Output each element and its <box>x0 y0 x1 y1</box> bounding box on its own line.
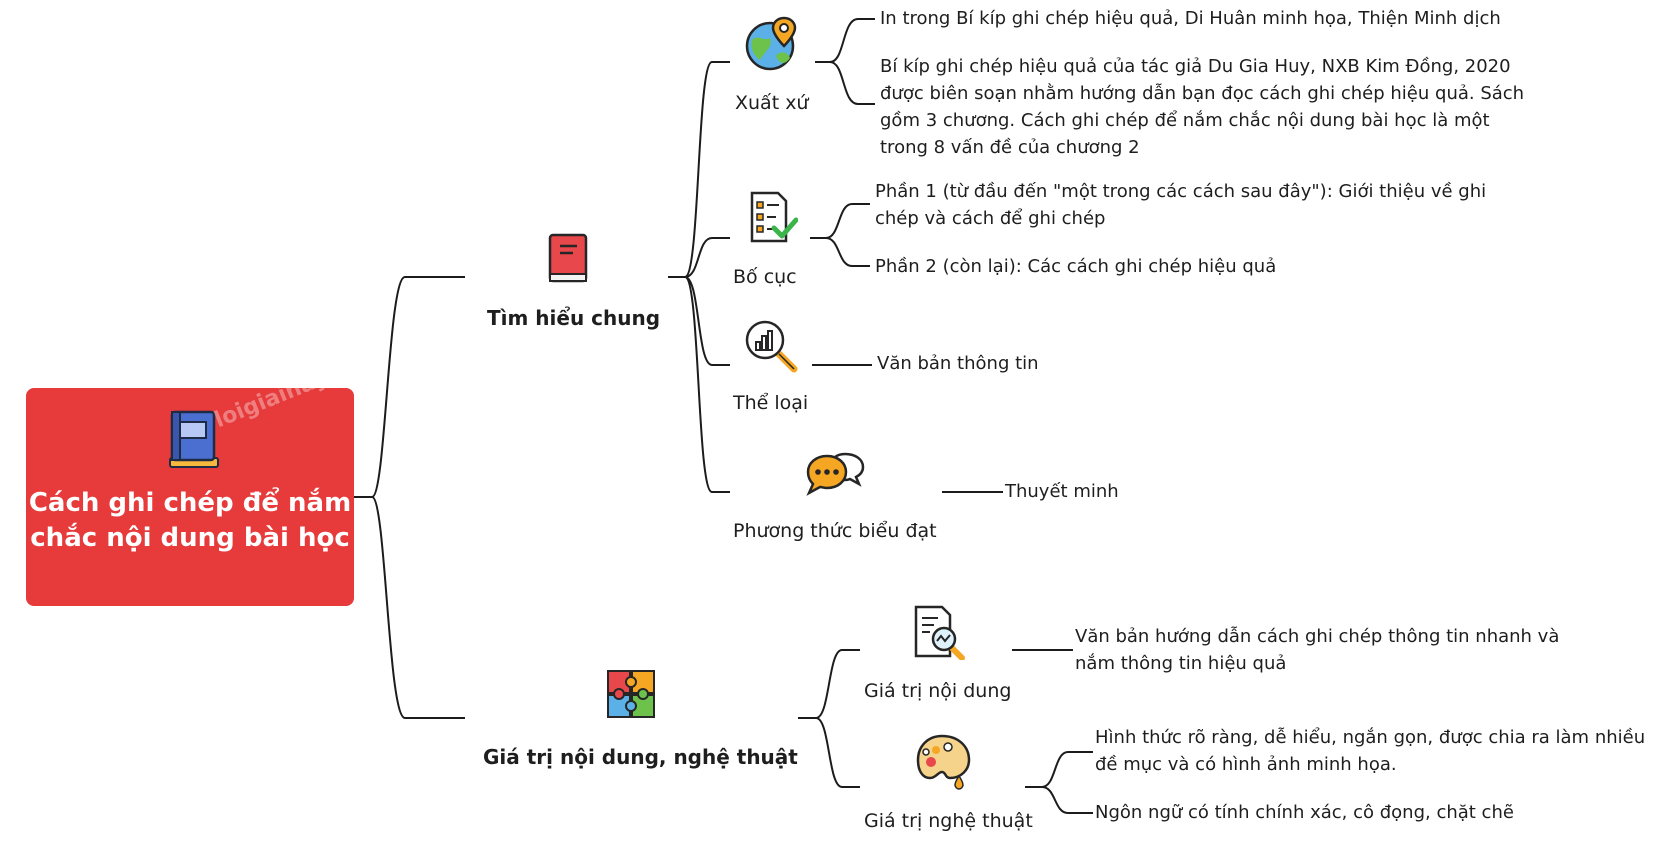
root-node[interactable]: loigiaihay.com Cách ghi chép để nắm chắc… <box>26 344 385 606</box>
document-search-icon <box>914 605 965 660</box>
red-book-icon <box>548 233 588 283</box>
root-title: Cách ghi chép để nắm chắc nội dung bài h… <box>28 488 352 553</box>
connector-nghe-thuat <box>1025 751 1093 814</box>
sub-gia-tri-nghe-thuat[interactable]: Giá trị nghệ thuật <box>864 810 1033 832</box>
leaf-nghe-thuat-2: Ngôn ngữ có tính chính xác, cô đọng, chặ… <box>1095 802 1514 823</box>
leaf-nghe-thuat-1: Hình thức rõ ràng, dễ hiểu, ngắn gọn, đư… <box>1095 727 1646 775</box>
magnifier-chart-icon <box>745 320 798 373</box>
checklist-icon <box>750 191 798 243</box>
leaf-bo-cuc-2: Phần 2 (còn lại): Các cách ghi chép hiệu… <box>875 256 1277 277</box>
leaf-noi-dung-1: Văn bản hướng dẫn cách ghi chép thông ti… <box>1075 626 1560 674</box>
sub-gia-tri-noi-dung[interactable]: Giá trị nội dung <box>864 680 1012 702</box>
sub-xuat-xu[interactable]: Xuất xứ <box>735 92 809 114</box>
connector-root <box>354 276 465 719</box>
connector-tim-hieu-chung <box>668 61 730 493</box>
connector-bo-cuc <box>810 203 870 267</box>
sub-phuong-thuc-bieu-dat[interactable]: Phương thức biểu đạt <box>733 520 937 542</box>
connector-gia-tri <box>798 649 860 788</box>
leaf-xuat-xu-1: In trong Bí kíp ghi chép hiệu quả, Di Hu… <box>880 8 1501 29</box>
sub-bo-cuc[interactable]: Bố cục <box>733 266 797 288</box>
leaf-bo-cuc-1: Phần 1 (từ đầu đến "một trong các cách s… <box>875 181 1487 229</box>
speech-bubbles-icon <box>806 452 865 496</box>
puzzle-icon <box>607 670 655 718</box>
leaf-the-loai-1: Văn bản thông tin <box>877 353 1039 374</box>
paint-palette-icon <box>916 734 971 790</box>
branch-gia-tri-noi-dung-nghe-thuat[interactable]: Giá trị nội dung, nghệ thuật <box>483 745 798 769</box>
sub-the-loai[interactable]: Thể loại <box>733 392 809 414</box>
book-icon <box>169 410 219 468</box>
connector-xuat-xu <box>815 18 875 105</box>
leaf-xuat-xu-2: Bí kíp ghi chép hiệu quả của tác giả Du … <box>880 56 1525 158</box>
branch-tim-hieu-chung[interactable]: Tìm hiểu chung <box>487 306 661 330</box>
globe-pin-icon <box>745 16 797 71</box>
leaf-phuong-thuc-1: Thuyết minh <box>1005 481 1119 502</box>
